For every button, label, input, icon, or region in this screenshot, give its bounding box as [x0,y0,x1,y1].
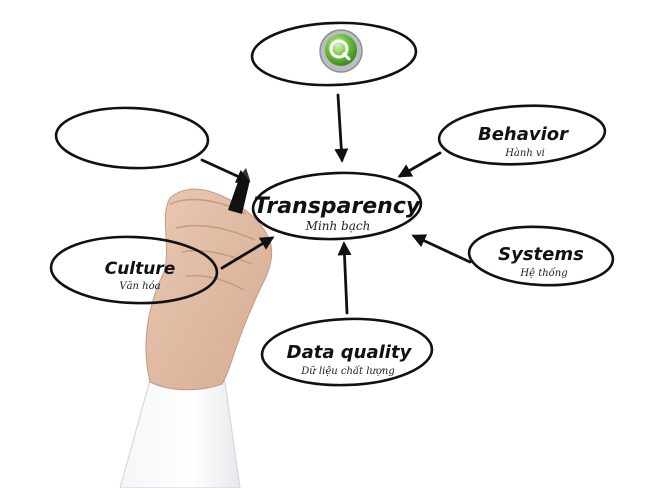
node-culture-sublabel: Văn hóa [119,281,160,292]
node-behavior-label: Behavior [478,124,569,145]
arrow-systems-to-center [411,234,472,264]
node-top [250,21,418,87]
node-culture: Culture Văn hóa [49,235,219,305]
hand-illustration [119,188,273,488]
node-systems-label: Systems [498,244,584,265]
qlik-logo-icon [319,29,363,73]
node-data-quality: Data quality Dữ liệu chất lượng [260,317,434,387]
node-data-quality-sublabel: Dữ liệu chất lượng [300,366,394,377]
arrow-topleft-to-center [200,158,251,183]
node-systems-sublabel: Hệ thống [519,268,567,279]
node-center: Transparency Minh bạch [251,171,423,241]
arrow-culture-to-center [220,236,275,270]
arrow-top-to-center [334,93,349,163]
node-data-quality-label: Data quality [287,342,413,363]
node-behavior-sublabel: Hành vi [504,148,545,159]
arrow-behavior-to-center [397,151,442,178]
arrow-dataquality-to-center [337,241,352,315]
node-behavior: Behavior Hành vi [437,104,607,166]
node-center-label: Transparency [254,194,422,219]
node-center-sublabel: Minh bạch [305,219,371,233]
node-culture-label: Culture [105,259,176,279]
node-systems: Systems Hệ thống [467,225,615,287]
node-top-left [54,106,210,170]
